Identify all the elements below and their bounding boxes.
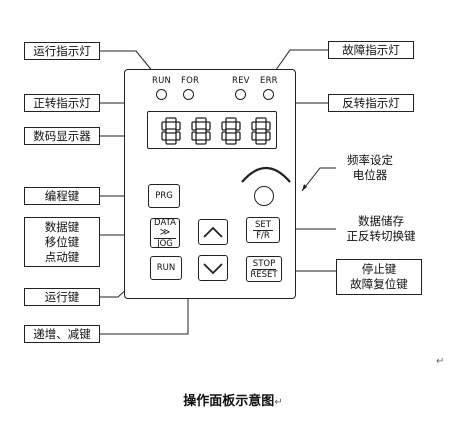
display-digit [191,117,211,145]
display-segment [221,121,227,131]
forward-led-callout: 正转指示灯 [24,94,100,112]
set-fr-key[interactable]: SET F/R [246,217,280,243]
display-segment [221,131,227,141]
data-key-callout-line-1: 数据键 [44,219,80,234]
prg-key-label: PRG [155,191,173,201]
run-led [156,89,167,100]
run-key[interactable]: RUN [150,256,182,280]
reverse-led [235,89,246,100]
forward-led [183,89,194,100]
display-digits [161,117,271,145]
program-key-callout: 编程键 [24,187,100,205]
display-segment [255,117,267,123]
display-segment [195,128,207,134]
err-indicator-label: ERR [260,76,278,86]
run-indicator-label: RUN [152,76,172,86]
stop-key-callout: 停止键 故障复位键 [336,259,422,295]
figure-caption: 操作面板示意图↵ [0,390,466,409]
stop-reset-key[interactable]: STOP RESET [246,256,282,282]
data-key-callout-line-2: 移位键 [44,234,80,249]
save-key-callout-line-1: 数据储存 [358,214,404,228]
stop-key-callout-line-1: 停止键 [361,262,397,276]
potentiometer-callout-line-1: 频率设定 [347,153,393,167]
potentiometer-knob-icon[interactable] [254,186,274,206]
shift-icon: ≫ [154,227,176,239]
display-segment [165,139,177,145]
down-key[interactable] [198,255,228,281]
display-segment [195,139,207,145]
display-segment [205,131,211,141]
seven-segment-display [147,111,277,149]
run-key-callout: 运行键 [24,288,100,306]
display-segment [175,131,181,141]
display-callout: 数码显示器 [24,127,100,145]
display-segment [265,121,271,131]
fr-key-label: F/R [256,230,270,241]
display-digit [251,117,271,145]
prg-key[interactable]: PRG [148,184,180,208]
stop-key-callout-line-2: 故障复位键 [350,277,408,291]
fault-led-callout: 故障指示灯 [328,41,414,59]
caption-paragraph-mark: ↵ [274,397,283,408]
for-indicator-label: FOR [181,76,200,86]
display-digit [221,117,241,145]
reverse-led-callout: 反转指示灯 [328,94,414,112]
paragraph-mark: ↵ [436,356,445,367]
potentiometer-callout-line-2: 电位器 [352,168,388,182]
updown-keys-callout: 递增、减键 [24,325,100,343]
data-jog-key[interactable]: DATA ≫ JOG [150,217,180,249]
reset-key-label: RESET [250,269,278,280]
display-segment [225,117,237,123]
display-segment [255,128,267,134]
stop-key-label: STOP [251,258,277,270]
knob-arc-icon [241,167,291,183]
display-segment [235,121,241,131]
save-key-callout: 数据储存 正反转切换键 [336,212,426,246]
display-segment [165,117,177,123]
up-key[interactable] [198,219,228,245]
display-segment [251,121,257,131]
run-key-label: RUN [156,263,176,273]
display-segment [255,139,267,145]
display-segment [165,128,177,134]
display-segment [205,121,211,131]
display-segment [161,121,167,131]
display-segment [265,131,271,141]
error-led [263,89,274,100]
data-key-callout: 数据键 移位键 点动键 [24,217,100,267]
set-key-label: SET [253,219,273,231]
display-segment [191,121,197,131]
display-segment [161,131,167,141]
potentiometer-callout: 频率设定 电位器 [336,150,404,186]
display-segment [225,139,237,145]
up-arrow-icon [203,226,223,238]
display-segment [251,131,257,141]
save-key-callout-line-2: 正反转切换键 [346,229,416,243]
data-key-top-label: DATA [154,217,176,228]
display-segment [191,131,197,141]
caption-text: 操作面板示意图 [183,394,275,409]
jog-key-label: JOG [157,238,173,249]
run-led-callout: 运行指示灯 [24,42,100,60]
rev-indicator-label: REV [232,76,250,86]
display-segment [195,117,207,123]
down-arrow-icon [203,263,223,275]
display-digit [161,117,181,145]
display-segment [175,121,181,131]
display-segment [235,131,241,141]
data-key-callout-line-3: 点动键 [44,249,80,264]
display-segment [225,128,237,134]
